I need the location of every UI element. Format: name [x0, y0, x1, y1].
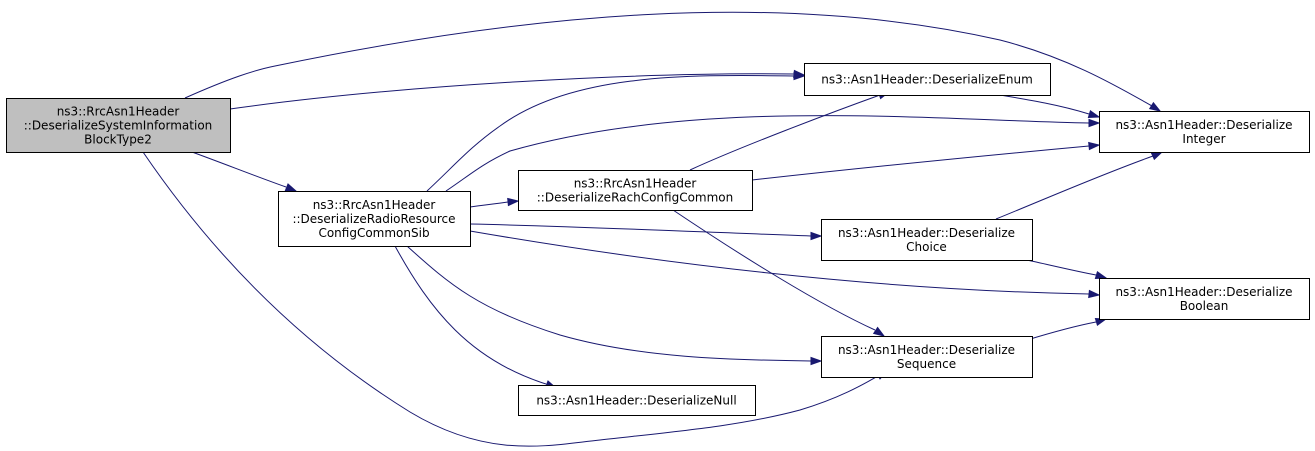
edge-line [142, 151, 879, 447]
node-box [278, 191, 471, 247]
node-box [821, 219, 1033, 261]
node-label-line: Choice [906, 240, 947, 254]
node-label-line: ns3::RrcAsn1Header [574, 177, 697, 191]
edge-root-to-enum [229, 69, 806, 110]
arrow-head [1148, 101, 1162, 112]
edge-rrcsib-to-integer [445, 115, 1101, 192]
node-label-line: BlockType2 [84, 133, 152, 147]
edge-line [1026, 321, 1097, 341]
node-box [518, 385, 756, 416]
node-box [6, 98, 231, 153]
edge-rach-to-integer [751, 141, 1101, 181]
node-label-line: ns3::Asn1Header::DeserializeNull [536, 394, 736, 408]
arrow-head [1150, 151, 1164, 161]
edge-line [995, 155, 1154, 220]
node-label-line: ::DeserializeRachConfigCommon [537, 191, 734, 205]
arrow-head [810, 356, 823, 366]
edge-line [469, 230, 1090, 295]
node-label-line: ns3::Asn1Header::Deserialize [1115, 285, 1292, 299]
arrow-head [507, 197, 520, 207]
edge-rrcsib-to-enum [426, 71, 806, 192]
node-null[interactable]: ns3::Asn1Header::DeserializeNull [518, 385, 756, 416]
node-label-line: Boolean [1180, 299, 1229, 313]
edge-line [191, 151, 287, 188]
node-label-line: ::DeserializeRadioResource [292, 212, 455, 226]
arrow-head [284, 183, 298, 192]
edge-root-to-rrcsib [191, 151, 298, 192]
arrow-head [810, 231, 823, 241]
node-box [821, 336, 1033, 378]
edge-line [751, 145, 1090, 181]
node-rach[interactable]: ns3::RrcAsn1Header::DeserializeRachConfi… [518, 170, 753, 211]
edge-sequence-to-boolean [1026, 317, 1108, 341]
node-root[interactable]: ns3::RrcAsn1Header::DeserializeSystemInf… [6, 98, 231, 153]
node-box [1099, 111, 1310, 153]
edge-rrcsib-to-null [394, 245, 558, 389]
arrow-head [1088, 141, 1101, 151]
nodes-layer: ns3::RrcAsn1Header::DeserializeSystemInf… [6, 63, 1310, 416]
edge-choice-to-boolean [1026, 259, 1108, 280]
node-label-line: Integer [1182, 132, 1225, 146]
node-label-line: ns3::Asn1Header::Deserialize [838, 343, 1015, 357]
edge-line [469, 201, 509, 208]
node-label-line: ::DeserializeSystemInformation [24, 119, 213, 133]
arrow-head [793, 71, 806, 81]
edge-root-to-integer [184, 11, 1162, 112]
node-label-line: ConfigCommonSib [318, 226, 429, 240]
edge-rach-to-enum [689, 91, 891, 171]
edge-rrcsib-to-rach [469, 197, 520, 208]
node-rrcsib[interactable]: ns3::RrcAsn1Header::DeserializeRadioReso… [278, 191, 471, 247]
node-box [804, 63, 1051, 96]
edge-choice-to-integer [995, 151, 1164, 220]
edge-line [229, 73, 795, 110]
arrow-head [1094, 270, 1108, 280]
node-label-line: ns3::Asn1Header::Deserialize [1115, 118, 1292, 132]
node-label-line: ns3::RrcAsn1Header [313, 198, 436, 212]
node-enum[interactable]: ns3::Asn1Header::DeserializeEnum [804, 63, 1051, 96]
edge-line [426, 74, 795, 192]
arrow-head [872, 326, 886, 337]
node-box [1099, 278, 1310, 320]
edge-rrcsib-to-choice [469, 223, 823, 241]
node-label-line: Sequence [897, 357, 956, 371]
edge-line [469, 223, 812, 237]
edge-line [445, 115, 1090, 192]
edge-root-to-sequence [142, 151, 889, 447]
edge-rrcsib-to-boolean [469, 230, 1101, 299]
arrow-head [1088, 118, 1101, 128]
node-label-line: ns3::Asn1Header::Deserialize [838, 226, 1015, 240]
node-label-line: ns3::Asn1Header::DeserializeEnum [821, 73, 1033, 87]
edge-line [406, 245, 812, 362]
edge-line [184, 11, 1153, 107]
node-box [518, 170, 753, 211]
edge-enum-to-integer [999, 94, 1101, 119]
edge-line [999, 94, 1090, 115]
arrow-head [1087, 109, 1101, 119]
edge-line [689, 94, 881, 171]
node-label-line: ns3::RrcAsn1Header [57, 105, 180, 119]
edge-rrcsib-to-sequence [406, 245, 823, 366]
edge-line [394, 245, 547, 385]
edge-line [1026, 259, 1097, 276]
arrow-head [1088, 289, 1101, 299]
edge-rach-to-sequence [672, 209, 886, 337]
edge-line [672, 209, 876, 331]
